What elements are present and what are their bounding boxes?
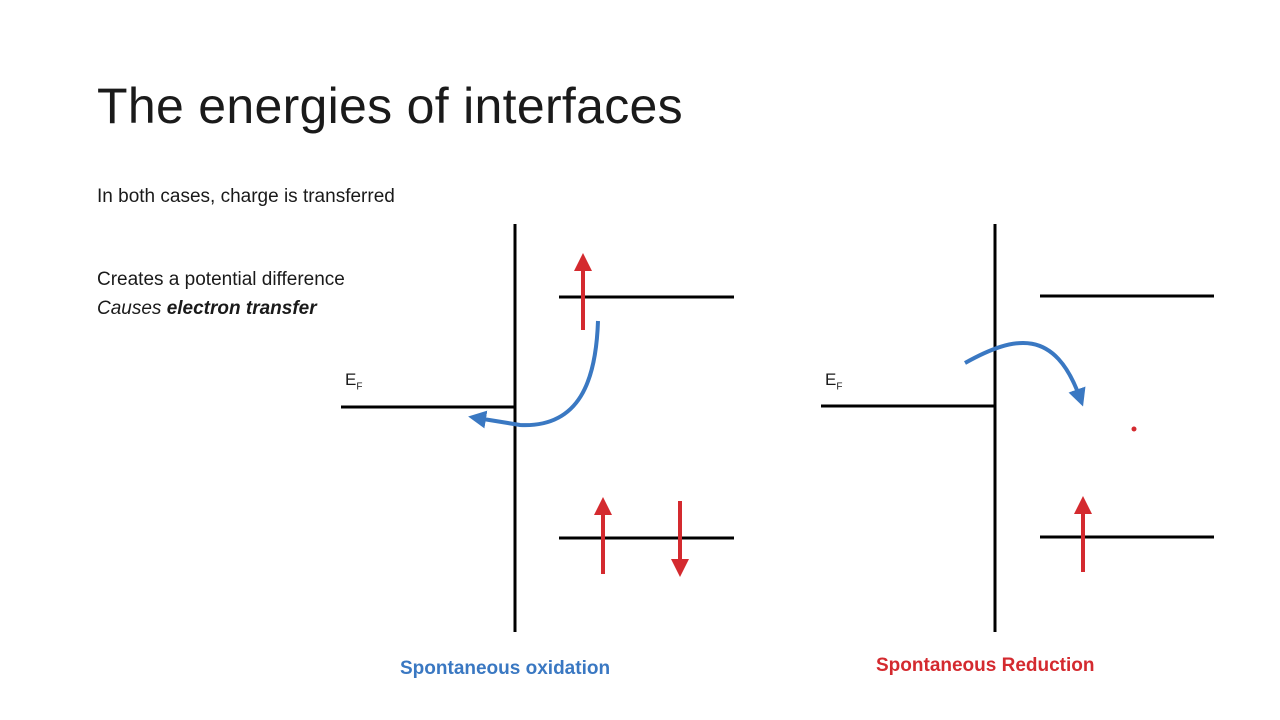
fermi-label-e-right: E: [825, 370, 837, 389]
electron-transfer-arrow-right: [964, 340, 1086, 407]
reduction-diagram: [821, 224, 1214, 632]
fermi-label-e-left: E: [345, 370, 357, 389]
text-potential-difference: Creates a potential difference: [97, 269, 345, 290]
fermi-level-label-right: EF: [825, 370, 842, 392]
text-electron-transfer: Causes electron transfer: [97, 295, 317, 323]
red-dot-marker: [1131, 426, 1137, 432]
text-causes: Causes: [97, 298, 167, 319]
electron-transfer-arrow-left: [468, 320, 600, 429]
text-electron-transfer-bold: electron transfer: [166, 298, 317, 319]
oxidation-diagram: [341, 224, 734, 632]
fermi-level-label-left: EF: [345, 370, 362, 392]
text-charge-transferred: In both cases, charge is transferred: [97, 186, 395, 207]
caption-oxidation: Spontaneous oxidation: [400, 658, 611, 679]
slide-title: The energies of interfaces: [97, 78, 683, 134]
caption-reduction: Spontaneous Reduction: [876, 655, 1095, 676]
fermi-label-sub-left: F: [356, 381, 363, 393]
fermi-label-sub-right: F: [836, 381, 843, 393]
